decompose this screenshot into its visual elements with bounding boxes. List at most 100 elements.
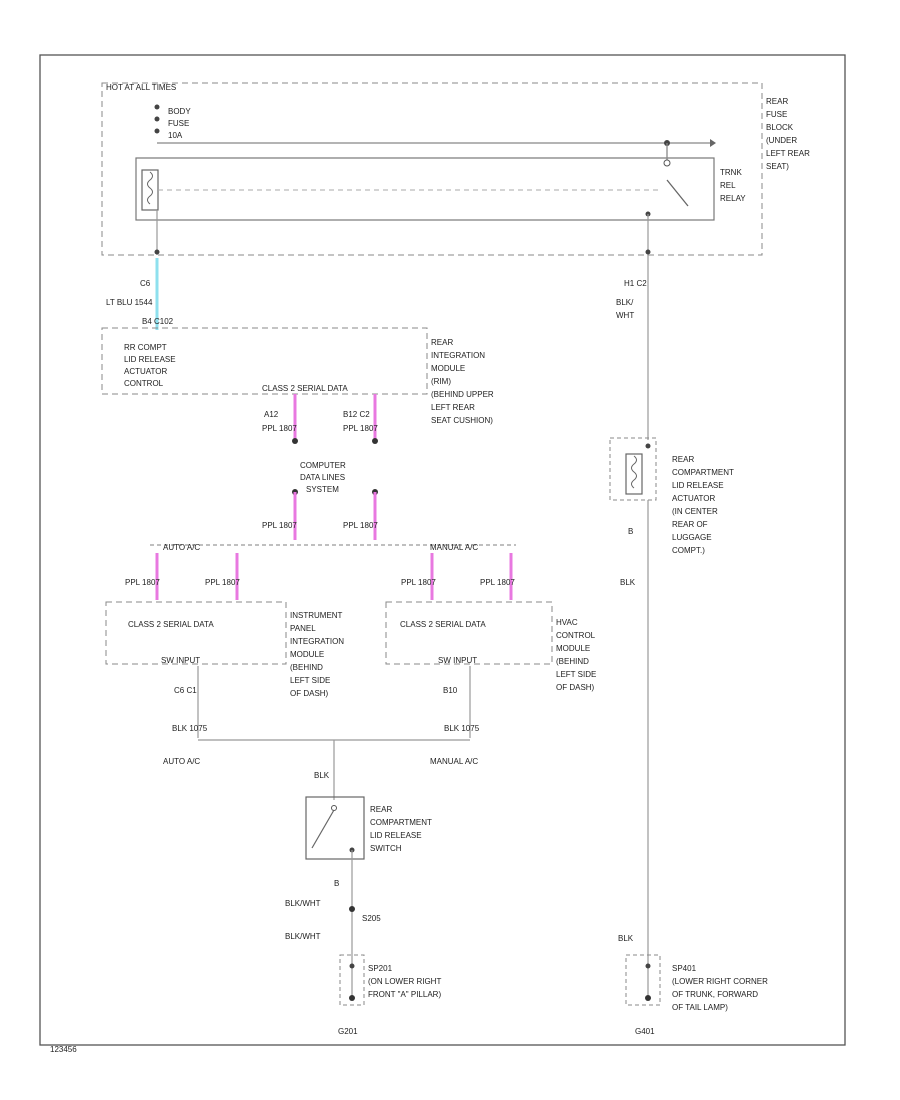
switch-contact-icon: [311, 805, 355, 1000]
svg-text:(BEHIND UPPER: (BEHIND UPPER: [431, 390, 494, 399]
ipm-class2-label: CLASS 2 SERIAL DATA: [128, 620, 214, 629]
sp201-dot-top: [349, 963, 355, 969]
svg-text:SWITCH: SWITCH: [370, 844, 402, 853]
svg-text:PANEL: PANEL: [290, 624, 316, 633]
svg-text:COMPT.): COMPT.): [672, 546, 705, 555]
svg-text:WHT: WHT: [616, 311, 634, 320]
svg-text:ACTUATOR: ACTUATOR: [672, 494, 715, 503]
computer-data-lines-label: COMPUTER DATA LINES SYSTEM: [300, 461, 346, 494]
s205-splice-label: S205: [362, 914, 381, 923]
svg-text:(BEHIND: (BEHIND: [556, 657, 589, 666]
svg-text:REAR: REAR: [370, 805, 392, 814]
svg-text:DATA LINES: DATA LINES: [300, 473, 345, 482]
svg-text:MODULE: MODULE: [431, 364, 465, 373]
sp401-dot-top: [645, 963, 651, 969]
svg-text:(ON LOWER RIGHT: (ON LOWER RIGHT: [368, 977, 441, 986]
svg-text:LID RELEASE: LID RELEASE: [370, 831, 422, 840]
h1-pin-dot: [645, 249, 651, 255]
svg-text:SP201: SP201: [368, 964, 393, 973]
fuse-block-box: [101, 82, 763, 256]
svg-text:REAR OF: REAR OF: [672, 520, 708, 529]
diagram-frame: [39, 54, 846, 1046]
hvac-sw-input-label: SW INPUT: [438, 656, 477, 665]
svg-text:REAR: REAR: [766, 97, 788, 106]
hvac-class2-label: CLASS 2 SERIAL DATA: [400, 620, 486, 629]
actuator-box: [609, 437, 657, 501]
svg-text:TRNK: TRNK: [720, 168, 742, 177]
svg-text:LEFT REAR: LEFT REAR: [431, 403, 475, 412]
diagram-id: 123456: [50, 1045, 77, 1054]
svg-text:ACTUATOR: ACTUATOR: [124, 367, 167, 376]
svg-text:10A: 10A: [168, 131, 183, 140]
hvac-wire-label: BLK 1075: [444, 724, 480, 733]
power-bus-arrow: [710, 139, 716, 147]
relay-switch-contact-icon: [645, 143, 689, 290]
svg-text:OF DASH): OF DASH): [290, 689, 329, 698]
right-wire-label: BLK/ WHT: [616, 298, 634, 320]
c6-pin-dot: [154, 249, 160, 255]
actuator-top-dot: [645, 443, 651, 449]
svg-text:MODULE: MODULE: [556, 644, 590, 653]
switch-pin-b: B: [334, 879, 339, 888]
rim-pin-a12: A12: [264, 410, 279, 419]
ipm-pins-label: C6 C1: [174, 686, 197, 695]
g201-label: G201: [338, 1027, 358, 1036]
svg-text:(UNDER: (UNDER: [766, 136, 797, 145]
hot-at-all-times-label: HOT AT ALL TIMES: [106, 83, 176, 92]
switch-wire1-label: BLK/WHT: [285, 899, 321, 908]
svg-text:LID RELEASE: LID RELEASE: [124, 355, 176, 364]
svg-text:CONTROL: CONTROL: [124, 379, 164, 388]
b4-c102-label: B4 C102: [142, 317, 174, 326]
svg-text:INSTRUMENT: INSTRUMENT: [290, 611, 343, 620]
rim-box-label: RR COMPT LID RELEASE ACTUATOR CONTROL: [124, 343, 176, 388]
ipm-location-label: INSTRUMENT PANEL INTEGRATION MODULE (BEH…: [290, 611, 344, 698]
actuator-pin-b: B: [628, 527, 633, 536]
svg-text:COMPARTMENT: COMPARTMENT: [370, 818, 432, 827]
svg-text:LEFT SIDE: LEFT SIDE: [556, 670, 596, 679]
auto-ac-option-label: AUTO A/C: [163, 757, 200, 766]
svg-text:COMPUTER: COMPUTER: [300, 461, 346, 470]
relay-box: [135, 157, 715, 221]
ipm-wire-b-label: PPL 1807: [205, 578, 240, 587]
switch-top-wire-label: BLK: [314, 771, 330, 780]
sp201-label: SP201 (ON LOWER RIGHT FRONT "A" PILLAR): [368, 964, 441, 999]
actuator-wire-label: BLK: [620, 578, 636, 587]
svg-text:RR COMPT: RR COMPT: [124, 343, 167, 352]
svg-text:BLK/: BLK/: [616, 298, 634, 307]
sp401-box: [625, 954, 661, 1006]
ipm-box: [105, 601, 287, 665]
body-fuse-symbol: [154, 104, 160, 134]
svg-text:BODY: BODY: [168, 107, 191, 116]
svg-text:MODULE: MODULE: [290, 650, 324, 659]
svg-text:FUSE: FUSE: [168, 119, 189, 128]
cdl-wire-b-label: PPL 1807: [343, 521, 378, 530]
switch-label: REAR COMPARTMENT LID RELEASE SWITCH: [370, 805, 432, 853]
relay-coil-icon: [141, 169, 159, 211]
svg-text:FRONT "A" PILLAR): FRONT "A" PILLAR): [368, 990, 441, 999]
ipm-wire-a-label: PPL 1807: [125, 578, 160, 587]
svg-text:SYSTEM: SYSTEM: [306, 485, 339, 494]
rim-location-label: REAR INTEGRATION MODULE (RIM) (BEHIND UP…: [431, 338, 494, 425]
svg-text:REL: REL: [720, 181, 736, 190]
svg-text:INTEGRATION: INTEGRATION: [431, 351, 485, 360]
cdl-wire-a-label: PPL 1807: [262, 521, 297, 530]
svg-text:RELAY: RELAY: [720, 194, 746, 203]
svg-text:HVAC: HVAC: [556, 618, 578, 627]
manual-ac-split-label: MANUAL A/C: [430, 543, 478, 552]
svg-text:LUGGAGE: LUGGAGE: [672, 533, 712, 542]
actuator-coil-icon: [625, 453, 643, 495]
svg-text:INTEGRATION: INTEGRATION: [290, 637, 344, 646]
switch-wire2-label: BLK/WHT: [285, 932, 321, 941]
hvac-location-label: HVAC CONTROL MODULE (BEHIND LEFT SIDE OF…: [556, 618, 596, 692]
svg-text:LEFT REAR: LEFT REAR: [766, 149, 810, 158]
sp401-label: SP401 (LOWER RIGHT CORNER OF TRUNK, FORW…: [672, 964, 768, 1012]
sp201-box: [339, 954, 365, 1006]
lid-release-switch-box: [305, 796, 365, 860]
hvac-box: [385, 601, 553, 665]
actuator-label: REAR COMPARTMENT LID RELEASE ACTUATOR (I…: [672, 455, 734, 555]
auto-ac-split-label: AUTO A/C: [163, 543, 200, 552]
g401-ground-icon: [645, 995, 651, 1001]
hvac-wire-b-label: PPL 1807: [480, 578, 515, 587]
g401-wire-label: BLK: [618, 934, 634, 943]
